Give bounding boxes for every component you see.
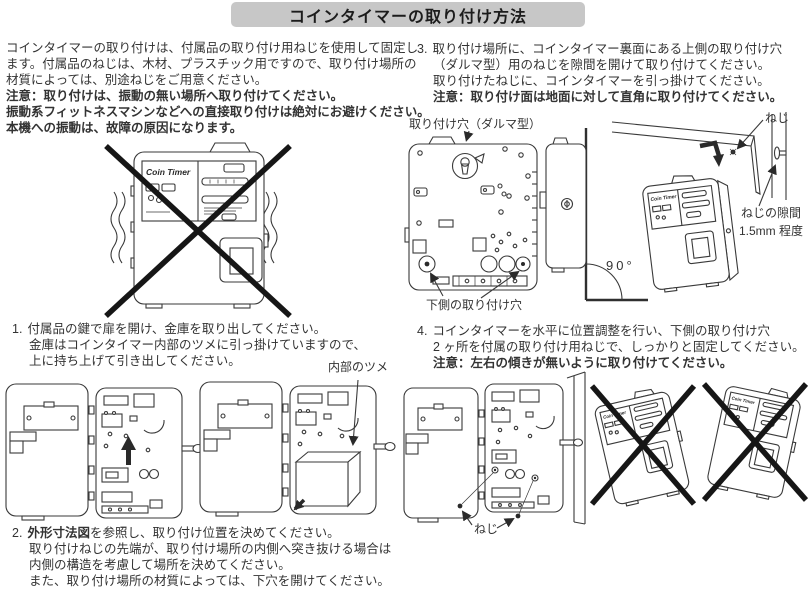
key-icon bbox=[559, 438, 584, 447]
mount-hole-label: 取り付け穴（ダルマ型） bbox=[409, 117, 542, 131]
tilt-warning-diagram: Coin Timer bbox=[589, 378, 809, 509]
screw-gap-label: ねじの隙間 bbox=[741, 206, 802, 220]
step2-bold: 外形寸法図 bbox=[27, 526, 90, 540]
step1-number: 1. bbox=[12, 322, 23, 336]
hook-motion-arrow-icon bbox=[699, 140, 724, 167]
vibration-warning-diagram: Coin Timer bbox=[104, 142, 292, 319]
step3-line: 3. 取り付け場所に、コインタイマー裏面にある上側の取り付け穴 bbox=[417, 41, 782, 57]
keyhole-icon bbox=[560, 197, 574, 211]
intro-warning: 注意：取り付けは、振動の無い場所へ取り付けてください。 bbox=[6, 89, 344, 103]
screw-icon bbox=[729, 148, 737, 156]
step1-diagram-cashbox bbox=[199, 379, 396, 517]
step1-line: 上に持ち上げて引き出してください。 bbox=[29, 354, 241, 368]
intro-warning: 本機への振動は、故障の原因になります。 bbox=[6, 121, 243, 135]
device-back-panel bbox=[408, 143, 538, 291]
step1-line: 1. 付属品の鍵で扉を開け、金庫を取り出してください。 bbox=[12, 321, 326, 337]
step4-number: 4. bbox=[417, 324, 428, 338]
key-icon bbox=[373, 441, 396, 452]
cash-box bbox=[294, 450, 362, 508]
screw-gap-value: 1.5mm 程度 bbox=[739, 224, 804, 238]
daruma-hole-icon bbox=[451, 152, 485, 180]
inner-claw-label: 内部のツメ bbox=[328, 360, 389, 374]
lower-holes-label: 下側の取り付け穴 bbox=[426, 298, 523, 312]
wall-edge bbox=[566, 371, 586, 525]
x-mark-icon bbox=[589, 384, 697, 506]
step3-text: 取り付け場所に、コインタイマー裏面にある上側の取り付け穴 bbox=[432, 42, 783, 56]
intro-warning: 振動系フィットネスマシンなどへの直接取り付けは絶対にお避けください。 bbox=[6, 105, 430, 119]
screw-pointer bbox=[736, 119, 764, 150]
back-view-diagram bbox=[404, 130, 538, 299]
inner-claw-pointer bbox=[348, 379, 359, 446]
hang-on-screw-diagram: Coin Timer bbox=[611, 112, 787, 293]
x-mark-icon bbox=[701, 382, 809, 502]
step2-line: また、取り付け場所の材質によっては、下穴を開けてください。 bbox=[29, 574, 390, 588]
step3-line: （ダルマ型）用のねじを隙間を開けて取り付けてください。 bbox=[433, 58, 771, 72]
step4-line: 2 ヶ所を付属の取り付け用ねじで、しっかりと固定してください。 bbox=[433, 340, 805, 354]
wall-edge-strip bbox=[771, 112, 787, 200]
lower-mount-holes bbox=[418, 255, 531, 273]
lower-screw-holes bbox=[491, 466, 539, 482]
step2-number: 2. bbox=[12, 526, 23, 540]
intro-line: コインタイマーの取り付けは、付属品の取り付け用ねじを使用して固定し bbox=[6, 41, 419, 55]
step1-line: 金庫はコインタイマー内部のツメに引っ掛けていますので、 bbox=[29, 338, 367, 352]
device-logo: Coin Timer bbox=[146, 167, 191, 177]
step2-line: 2. 外形寸法図を参照し、取り付け位置を決めてください。 bbox=[12, 525, 340, 541]
gap-pointer bbox=[758, 164, 777, 207]
screw-leader-right bbox=[518, 480, 534, 515]
screw-pointer-left bbox=[461, 510, 473, 526]
coin-timer-perspective: Coin Timer bbox=[642, 175, 739, 293]
step3-line: 取り付けたねじに、コインタイマーを引っ掛けてください。 bbox=[433, 74, 770, 88]
lift-up-arrow-icon bbox=[121, 436, 136, 465]
right-angle-arc bbox=[585, 263, 623, 301]
device-logo: Coin Timer bbox=[650, 194, 678, 203]
step1-diagram-open bbox=[5, 383, 204, 521]
screw-gap-side-view bbox=[773, 146, 787, 160]
step2-line: 取り付けねじの先端が、取り付け場所の内側へ突き抜ける場合は bbox=[29, 542, 392, 556]
step2-text: を参照し、取り付け位置を決めてください。 bbox=[89, 526, 340, 540]
right-angle-label: 90° bbox=[606, 258, 635, 273]
intro-line: 材質によっては、別途ねじをご用意ください。 bbox=[6, 73, 268, 87]
pull-out-arrow-icon bbox=[293, 498, 306, 511]
step4-text: コインタイマーを水平に位置調整を行い、下側の取り付け穴 bbox=[432, 324, 770, 338]
coin-timer-front-view: Coin Timer bbox=[130, 142, 269, 309]
lower-hole-pointer-left bbox=[430, 272, 444, 297]
step4-line: 4. コインタイマーを水平に位置調整を行い、下側の取り付け穴 bbox=[417, 323, 770, 339]
step3-warning: 注意：取り付け面は地面に対して直角に取り付けてください。 bbox=[433, 90, 783, 104]
screw-icon bbox=[457, 503, 521, 519]
wall-perspective bbox=[611, 121, 761, 195]
screw-leader-left bbox=[461, 472, 494, 505]
lower-hole-pointer-right bbox=[480, 270, 520, 299]
vibration-waves-icon bbox=[110, 191, 278, 264]
screw-label-step4: ねじ bbox=[474, 522, 499, 536]
page-title: コインタイマーの取り付け方法 bbox=[231, 2, 585, 27]
step1-text: 付属品の鍵で扉を開け、金庫を取り出してください。 bbox=[27, 322, 327, 336]
screw-label: ねじ bbox=[765, 111, 790, 125]
fix-screws-diagram bbox=[403, 371, 586, 529]
intro-line: ます。付属品のねじは、木材、プラスチック用ですので、取り付け場所の bbox=[6, 57, 417, 71]
screw-pointer-right bbox=[496, 518, 515, 529]
step4-warning: 注意：左右の傾きが無いように取り付けてください。 bbox=[433, 356, 733, 370]
mount-hole-pointer bbox=[463, 130, 474, 142]
side-view-diagram bbox=[539, 128, 648, 302]
x-mark-icon bbox=[104, 143, 292, 319]
step2-line: 内側の構造を考慮して場所を決めてください。 bbox=[29, 558, 291, 572]
step3-number: 3. bbox=[417, 42, 428, 56]
